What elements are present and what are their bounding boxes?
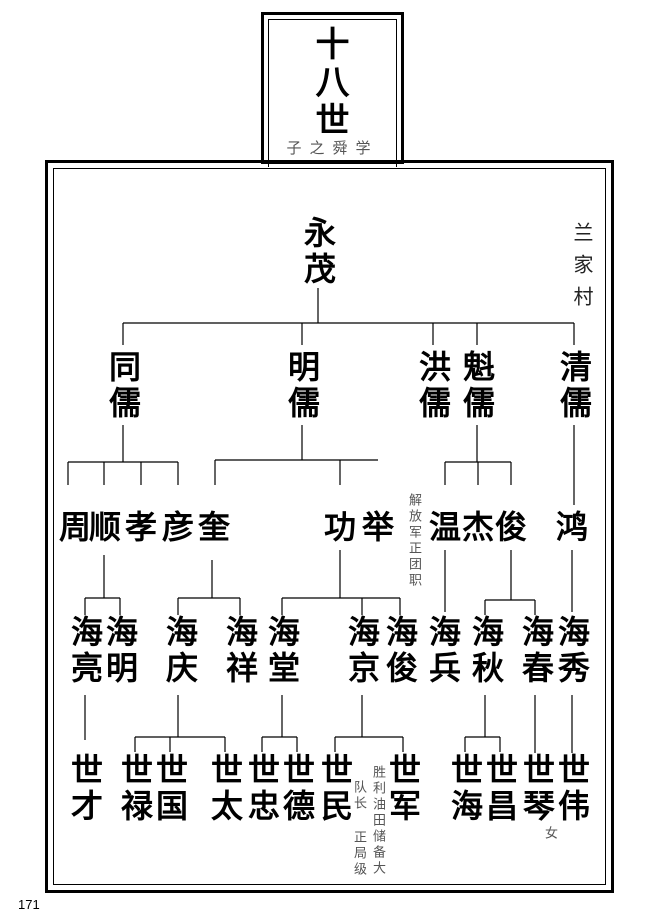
- gen3-node: 彦: [161, 508, 195, 546]
- gen2-node: 明儒: [283, 350, 321, 422]
- gen5-node: 世昌: [481, 753, 519, 825]
- gen5-node: 世伟: [553, 753, 591, 825]
- gen2-node: 清儒: [555, 350, 593, 422]
- gen5-node: 世禄: [116, 753, 154, 825]
- gen3-node: 俊: [494, 508, 528, 546]
- title-subtitle: 子之舜学: [286, 139, 379, 157]
- gen4-node: 海明: [101, 615, 139, 687]
- gen3-node: 孝: [124, 508, 158, 546]
- gen3-node: 奎: [197, 508, 231, 546]
- note-shiqin: 女: [542, 826, 557, 842]
- title-char: 十: [315, 25, 350, 65]
- gen4-node: 海俊: [381, 615, 419, 687]
- gen3-node: 温: [428, 508, 462, 546]
- gen4-node: 海堂: [263, 615, 301, 687]
- gen5-node: 世太: [206, 753, 244, 825]
- gen3-node: 举: [361, 508, 395, 546]
- gen4-node: 海祥: [221, 615, 259, 687]
- gen5-node: 世军: [384, 753, 422, 825]
- gen3-node: 周: [58, 508, 92, 546]
- gen2-node: 魁儒: [458, 350, 496, 422]
- gen3-node: 顺: [88, 508, 122, 546]
- gen4-node: 海亮: [66, 615, 104, 687]
- root-node: 永茂: [299, 216, 337, 288]
- gen4-node: 海兵: [424, 615, 462, 687]
- gen4-node: 海秀: [553, 615, 591, 687]
- title-char: 世: [315, 101, 350, 141]
- gen2-node: 同儒: [104, 350, 142, 422]
- page-number: 171: [18, 897, 40, 912]
- gen4-node: 海庆: [161, 615, 199, 687]
- tree-frame: [45, 160, 614, 893]
- note-shimin-col2: 队长 正局级: [351, 780, 366, 878]
- gen4-node: 海春: [517, 615, 555, 687]
- gen5-node: 世民: [316, 753, 354, 825]
- gen4-node: 海京: [343, 615, 381, 687]
- gen3-node: 鸿: [555, 508, 589, 546]
- gen2-node: 洪儒: [414, 350, 452, 422]
- gen5-node: 世才: [66, 753, 104, 825]
- gen5-node: 世国: [151, 753, 189, 825]
- note-wen: 解放军正团职: [406, 493, 421, 589]
- gen3-node: 杰: [461, 508, 495, 546]
- gen3-node: 功: [323, 508, 357, 546]
- gen5-node: 世海: [446, 753, 484, 825]
- village-label: 兰家村: [570, 222, 594, 318]
- gen5-node: 世忠: [243, 753, 281, 825]
- gen5-node: 世琴: [518, 753, 556, 825]
- title-char: 八: [315, 63, 350, 103]
- gen4-node: 海秋: [467, 615, 505, 687]
- note-shimin-col1: 胜利油田储备大: [370, 765, 385, 877]
- gen5-node: 世德: [278, 753, 316, 825]
